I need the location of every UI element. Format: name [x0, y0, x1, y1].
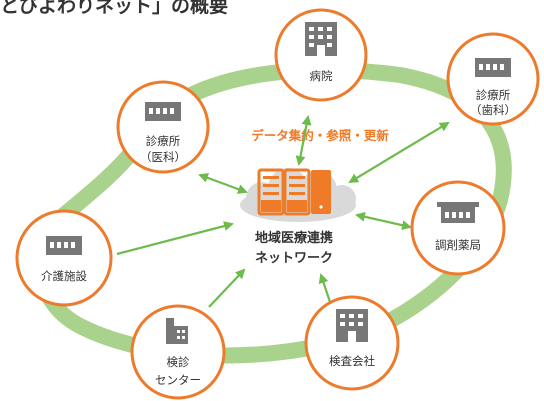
- clinic-building-icon: [145, 102, 181, 121]
- node-hospital: 病院: [274, 8, 368, 102]
- clinic-dental-label2: （歯科）: [470, 103, 516, 117]
- node-checkup-center: 検診 センター: [130, 304, 226, 400]
- pharmacy-label: 調剤薬局: [435, 238, 481, 252]
- node-lab-company: 検査会社: [304, 295, 400, 391]
- center-caption: データ集約・参照・更新: [251, 128, 389, 143]
- arrow-lab-company: [318, 273, 332, 303]
- checkup-center-label2: センター: [155, 373, 201, 387]
- pharmacy-building-icon: [437, 202, 479, 223]
- page-title: とびよわりネット」の概要: [0, 0, 229, 17]
- server-icon: [257, 168, 331, 216]
- center-label-line1: 地域医療連携: [255, 230, 333, 246]
- clinic-medical-label2: （医科）: [140, 150, 186, 164]
- arrow-checkup-center: [208, 268, 246, 308]
- lab-company-label: 検査会社: [329, 354, 375, 368]
- node-clinic-dental: 診療所 （歯科）: [446, 32, 540, 126]
- node-pharmacy: 調剤薬局: [410, 180, 506, 276]
- clinic-medical-label1: 診療所: [146, 134, 181, 148]
- arrow-care-facility: [116, 221, 234, 256]
- arrow-clinic-medical: [198, 173, 248, 194]
- node-clinic-medical: 診療所 （医科）: [116, 80, 210, 174]
- center-label-line2: ネットワーク: [255, 251, 333, 266]
- arrow-clinic-dental: [348, 121, 450, 184]
- arrow-pharmacy: [355, 211, 412, 231]
- clinic-dental-label1: 診療所: [476, 88, 511, 102]
- node-care-facility: 介護施設: [15, 209, 113, 307]
- clinic-building-icon: [475, 58, 511, 77]
- hospital-label: 病院: [310, 69, 333, 83]
- care-building-icon: [46, 236, 82, 255]
- tower-building-icon: [166, 318, 188, 344]
- office-building-icon: [336, 309, 368, 342]
- checkup-center-label1: 検診: [167, 355, 190, 369]
- care-facility-label: 介護施設: [41, 269, 87, 283]
- arrow-hospital: [295, 115, 312, 166]
- hospital-building-icon: [305, 22, 337, 56]
